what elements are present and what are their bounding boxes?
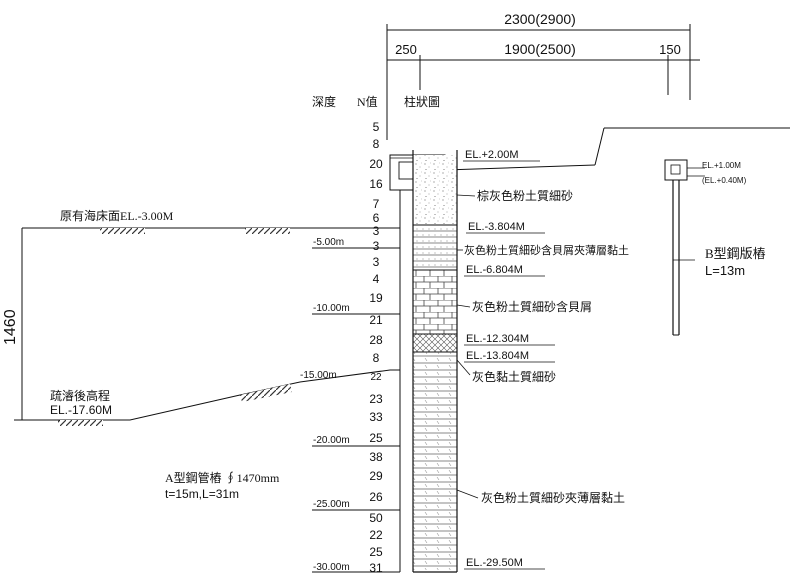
sheet-pile-el2: (EL.+0.40M) [702,176,747,185]
n-value: 3 [373,255,380,269]
n-value: 19 [369,291,383,305]
n-value: 3 [373,224,380,238]
depth-mark: -30.00m [313,562,350,573]
sheet-pile [664,159,705,336]
n-value: 22 [369,528,383,542]
dim-total: 2300(2900) [504,11,576,27]
n-value: 7 [373,197,380,211]
n-value: 38 [369,450,383,464]
n-value: 25 [369,431,383,445]
soil-layer-4: 灰色黏土質細砂 [472,369,556,384]
soil-layer-2: 灰色粉土質細砂含貝屑夾薄層黏土 [464,243,629,257]
dredge-elevation: EL.-17.60M [50,403,112,417]
n-value: 20 [369,157,383,171]
original-seabed [22,227,400,234]
height-dimension [14,228,60,421]
pipe-pile-spec: t=15m,L=31m [165,487,239,501]
dredge-label: 疏濬後高程 [50,388,110,403]
n-value: 33 [369,410,383,424]
elevation-bottom: EL.-29.50M [466,557,523,569]
pipe-pile-label: A型鋼管樁 ∮1470mm [165,470,280,485]
n-value: 22 [370,372,382,383]
n-value: 26 [369,490,383,504]
n-value: 16 [369,177,383,191]
n-value-column: 5 8 20 16 7 6 3 3 3 4 19 21 28 8 22 23 3… [369,120,383,575]
dim-middle: 1900(2500) [504,41,576,57]
sheet-pile-label: B型鋼版樁 [705,246,766,261]
dimension-lines [386,24,700,140]
n-value: 25 [369,545,383,559]
n-value: 29 [369,469,383,483]
elevation-l2: EL.-6.804M [466,264,523,276]
depth-mark: -15.00m [300,370,337,381]
n-value: 4 [373,272,380,286]
soil-layer-3: 灰色粉土質細砂含貝屑 [472,299,592,314]
soil-layer-1: 棕灰色粉土質細砂 [477,188,573,203]
sheet-pile-length: L=13m [705,263,745,278]
depth-mark: -25.00m [313,499,350,510]
dim-right: 150 [659,42,681,57]
header-depth: 深度 [312,94,336,109]
boring-column [399,150,458,573]
depth-mark: -10.00m [313,303,350,314]
n-value: 3 [373,239,380,253]
n-value: 8 [373,137,380,151]
n-value: 50 [369,511,383,525]
depth-mark: -20.00m [313,435,350,446]
n-value: 31 [369,561,383,575]
soil-leaders [456,194,479,499]
elevation-l3: EL.-12.304M [466,333,529,345]
original-seabed-label: 原有海床面EL.-3.00M [60,208,174,223]
elevation-top: EL.+2.00M [465,149,519,161]
soil-layer-5: 灰色粉土質細砂夾薄層黏土 [481,490,625,505]
height-dimension-label: 1460 [2,309,19,345]
n-value: 23 [369,392,383,406]
n-value: 28 [369,333,383,347]
depth-mark: -5.00m [313,237,344,248]
n-value: 21 [369,313,383,327]
header-n-value: N值 [357,94,378,109]
n-value: 6 [373,211,380,225]
elevation-l4: EL.-13.804M [466,350,529,362]
n-value: 5 [373,120,380,134]
depth-marks [312,247,400,573]
elevation-l1: EL.-3.804M [468,221,525,233]
dim-left: 250 [395,42,417,57]
header-column: 柱狀圖 [404,94,440,109]
n-value: 8 [373,351,380,365]
sheet-pile-el1: EL.+1.00M [702,161,741,170]
dredged-seabed [55,369,400,426]
